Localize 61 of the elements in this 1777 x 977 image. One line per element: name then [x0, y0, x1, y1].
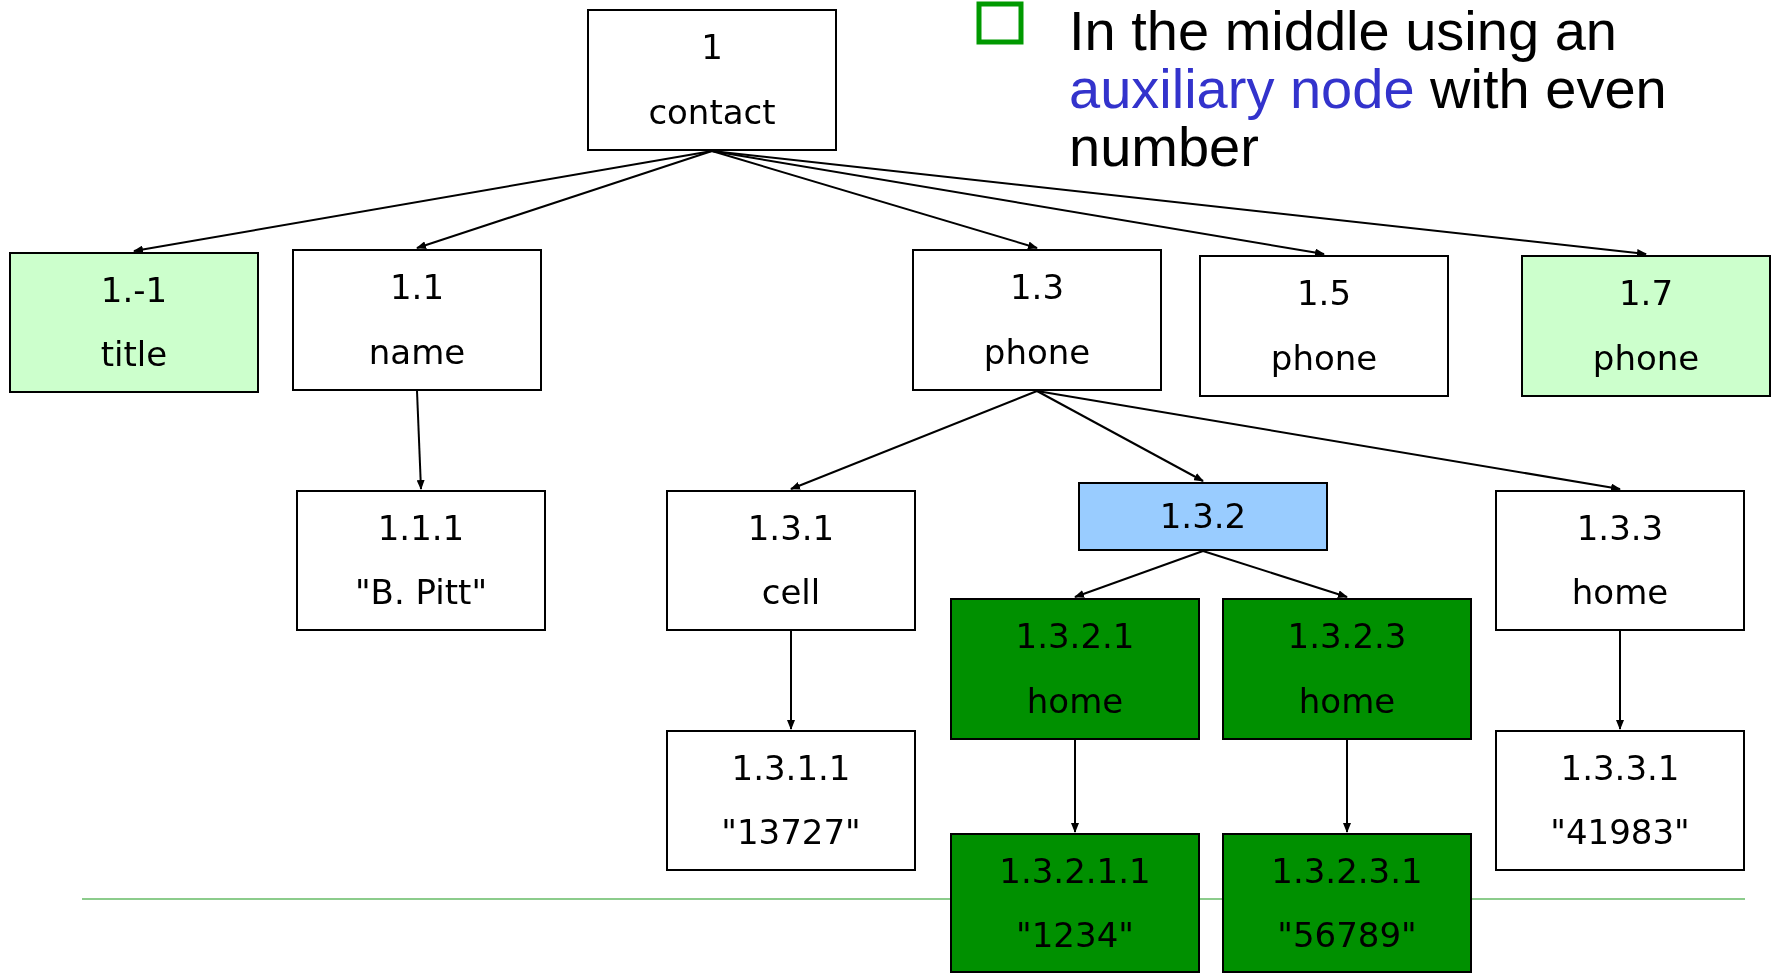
node-label: 1.3: [1009, 267, 1065, 308]
node-label: 1.5: [1296, 273, 1352, 314]
arrow: [1616, 630, 1624, 730]
inserted-node: [1222, 598, 1472, 740]
arrow: [1074, 550, 1204, 598]
node-label: home: [1298, 681, 1396, 722]
node-label: 1.3.3.1: [1560, 747, 1680, 789]
arrow: [711, 150, 1038, 250]
node-label: phone: [1270, 338, 1378, 379]
node-label: 1.3.2.3.1: [1271, 850, 1423, 892]
node-label: 1.7: [1618, 273, 1674, 314]
arrow: [416, 390, 425, 490]
node-label: 1.1.1: [377, 507, 465, 549]
auxiliary-node: [1078, 482, 1328, 551]
node-label: home: [1026, 681, 1124, 722]
arrow: [1036, 390, 1621, 492]
node-label: 1.3.2: [1159, 496, 1247, 537]
arrow: [1202, 550, 1348, 599]
node-label: 1: [701, 27, 723, 68]
added-node: [1521, 255, 1771, 397]
bullet-text: In the middle using an auxiliary node with even number: [1069, 2, 1668, 176]
node-label: phone: [1592, 338, 1700, 379]
node-label: 1.1: [389, 267, 445, 308]
arrow: [416, 150, 713, 249]
arrow: [1071, 739, 1079, 833]
arrow: [1343, 739, 1351, 833]
tree-node: [292, 249, 542, 391]
node-label: name: [368, 332, 466, 373]
node-label: 1.3.2.3: [1287, 616, 1407, 657]
node-label: home: [1571, 572, 1669, 614]
tree-node: [1495, 730, 1745, 871]
node-label: phone: [983, 332, 1091, 373]
tree-node: [587, 9, 837, 151]
tree-node: [1199, 255, 1449, 397]
node-label: "56789": [1277, 914, 1417, 956]
tree-node: [912, 249, 1162, 391]
inserted-node: [950, 598, 1200, 740]
node-label: 1.3.2.1.1: [999, 850, 1151, 892]
arrow: [1036, 390, 1204, 482]
node-label: 1.3.3: [1576, 507, 1664, 549]
arrow: [711, 150, 1647, 257]
node-label: 1.3.1.1: [731, 747, 851, 789]
node-label: contact: [648, 92, 776, 133]
node-label: cell: [761, 572, 821, 614]
added-node: [9, 252, 259, 393]
arrow: [790, 390, 1038, 490]
tree-node: [666, 490, 916, 631]
inserted-node: [950, 833, 1200, 973]
node-label: "1234": [1016, 914, 1134, 956]
node-label: 1.3.1: [747, 507, 835, 549]
tree-node: [1495, 490, 1745, 631]
node-label: "B. Pitt": [354, 572, 488, 614]
node-label: 1.-1: [100, 269, 168, 311]
tree-node: [666, 730, 916, 871]
node-label: 1.3.2.1: [1015, 616, 1135, 657]
node-label: title: [100, 334, 168, 376]
tree-node: [296, 490, 546, 631]
node-label: "13727": [721, 812, 861, 854]
inserted-node: [1222, 833, 1472, 973]
node-label: "41983": [1550, 812, 1690, 854]
arrow: [787, 630, 795, 730]
